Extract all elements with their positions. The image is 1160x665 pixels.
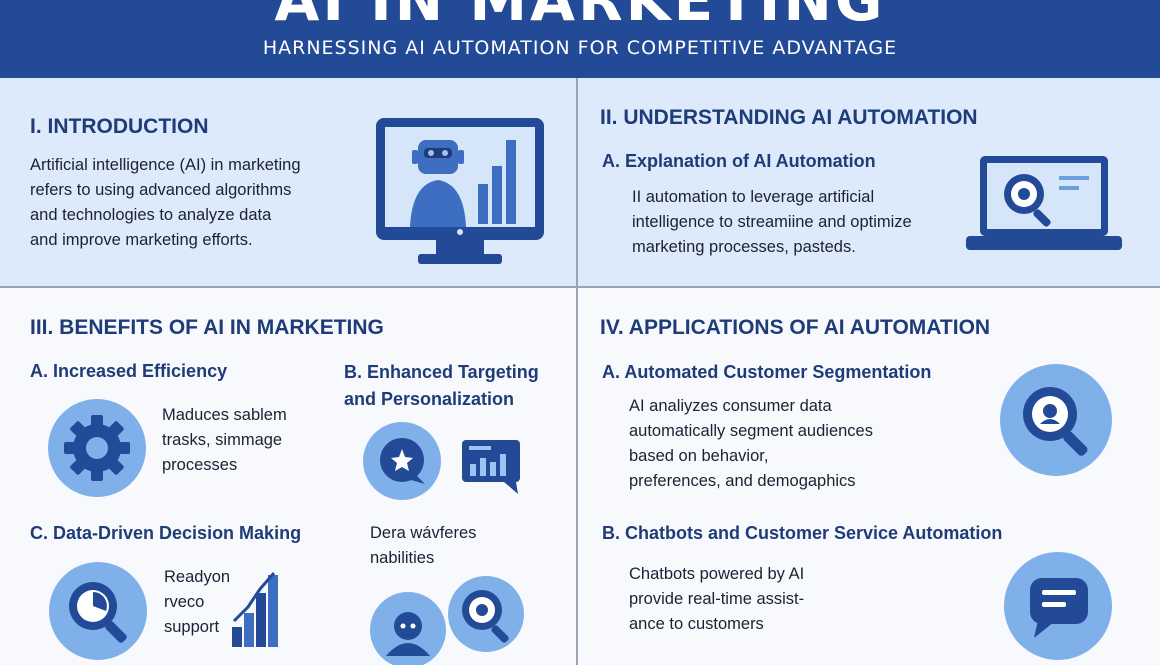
page-title: AI IN MARKETING (274, 0, 886, 34)
understanding-subheading: A. Explanation of AI Automation (602, 151, 876, 171)
applications-heading: IV. APPLICATIONS OF AI AUTOMATION (600, 316, 991, 339)
benefit-c-text: Readyon rveco support (164, 568, 231, 636)
section-applications: IV. APPLICATIONS OF AI AUTOMATION A. Aut… (578, 288, 1160, 665)
chat-bubble-icon (363, 422, 441, 500)
understanding-heading: II. UNDERSTANDING AI AUTOMATION (600, 106, 978, 129)
growth-bars-icon (232, 572, 278, 647)
intro-heading: I. INTRODUCTION (30, 115, 209, 138)
chatbot-icon (1004, 552, 1112, 660)
laptop-search-icon (966, 156, 1122, 250)
magnifier-chart-icon (49, 562, 147, 660)
benefit-b-heading: B. Enhanced Targeting and Personalizatio… (344, 362, 539, 409)
section-understanding: II. UNDERSTANDING AI AUTOMATION A. Expla… (578, 78, 1160, 286)
benefit-c-heading: C. Data-Driven Decision Making (30, 523, 302, 543)
application-a-heading: A. Automated Customer Segmentation (602, 362, 932, 382)
vertical-divider (576, 78, 578, 665)
robot-monitor-icon (376, 118, 544, 264)
understanding-text: II automation to leverage artificial int… (632, 188, 912, 256)
benefit-a-text: Maduces sablem trasks, simmage processes (162, 406, 287, 474)
benefit-d-text: Dera wávferes nabilities (370, 524, 477, 567)
application-a-text: AI analiyzes consumer data automatically… (629, 397, 873, 490)
header-banner: AI IN MARKETING HARNESSING AI AUTOMATION… (0, 0, 1160, 78)
horizontal-divider (0, 286, 1160, 288)
application-b-text: Chatbots powered by AI provide real-time… (629, 565, 805, 633)
customer-avatar-icon (370, 592, 446, 665)
application-b-heading: B. Chatbots and Customer Service Automat… (602, 523, 1003, 543)
segmentation-search-icon (1000, 364, 1112, 476)
gear-icon (48, 399, 146, 497)
analytics-chart-icon (462, 440, 520, 494)
search-target-icon (448, 576, 524, 652)
benefit-a-heading: A. Increased Efficiency (30, 361, 228, 381)
benefits-heading: III. BENEFITS OF AI IN MARKETING (30, 316, 384, 339)
section-introduction: I. INTRODUCTION Artificial intelligence … (0, 78, 576, 286)
intro-text: Artificial intelligence (AI) in marketin… (30, 156, 301, 249)
section-benefits: III. BENEFITS OF AI IN MARKETING A. Incr… (0, 288, 576, 665)
page-subtitle: HARNESSING AI AUTOMATION FOR COMPETITIVE… (262, 37, 898, 59)
